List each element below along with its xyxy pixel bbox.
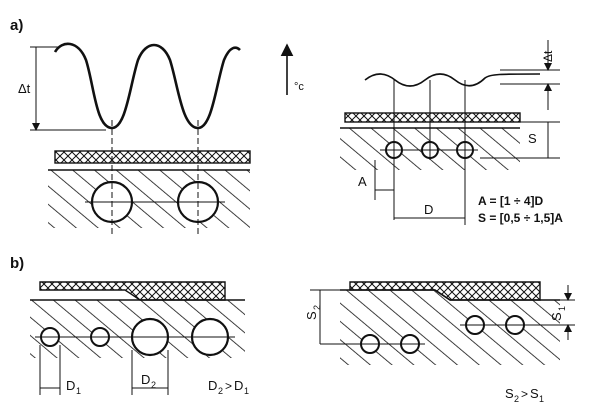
right-pipe-depth-section: S 2 S 1 S 2 > S 1: [304, 281, 575, 404]
svg-text:D: D: [141, 372, 150, 387]
diameter-d-label: D: [424, 202, 433, 217]
svg-text:1: 1: [539, 394, 544, 404]
panel-b: b) D 1 D 2 D 2 > D 1: [10, 255, 575, 404]
svg-text:2: 2: [218, 386, 223, 396]
svg-text:1: 1: [557, 306, 567, 311]
right-floor-section: S: [340, 80, 560, 225]
svg-text:>: >: [225, 379, 232, 393]
panel-a: a) Δt °c: [10, 17, 563, 235]
panel-a-label: a): [10, 17, 23, 34]
right-temperature-curve: Δt: [364, 40, 560, 110]
svg-text:S: S: [530, 386, 539, 401]
svg-text:>: >: [521, 387, 528, 401]
left-temperature-curve: Δt: [18, 42, 241, 131]
right-dimensions: A D A = [1 ÷ 4]D S = [0,5 ÷ 1,5]A: [358, 174, 563, 225]
panel-b-label: b): [10, 255, 24, 272]
delta-t-right: Δt: [541, 50, 555, 62]
relation-s: S: [505, 386, 514, 401]
svg-text:S: S: [304, 311, 319, 320]
svg-text:1: 1: [244, 386, 249, 396]
svg-text:D: D: [234, 378, 243, 393]
temperature-axis: °c: [280, 43, 304, 95]
formula-s: S = [0,5 ÷ 1,5]A: [478, 211, 563, 225]
svg-text:1: 1: [76, 386, 81, 396]
svg-text:2: 2: [312, 305, 322, 310]
svg-text:2: 2: [514, 394, 519, 404]
svg-text:D: D: [66, 378, 75, 393]
delta-t-left: Δt: [18, 81, 31, 96]
left-pipe-size-section: D 1 D 2 D 2 > D 1: [30, 281, 249, 396]
spacing-a-label: A: [358, 174, 367, 189]
depth-s-label: S: [528, 131, 537, 146]
formula-a: A = [1 ÷ 4]D: [478, 194, 543, 208]
left-floor-section: [48, 120, 251, 235]
relation-d: D: [208, 378, 217, 393]
svg-text:2: 2: [151, 380, 156, 390]
svg-text:S: S: [549, 312, 564, 321]
temperature-unit: °c: [294, 81, 304, 93]
